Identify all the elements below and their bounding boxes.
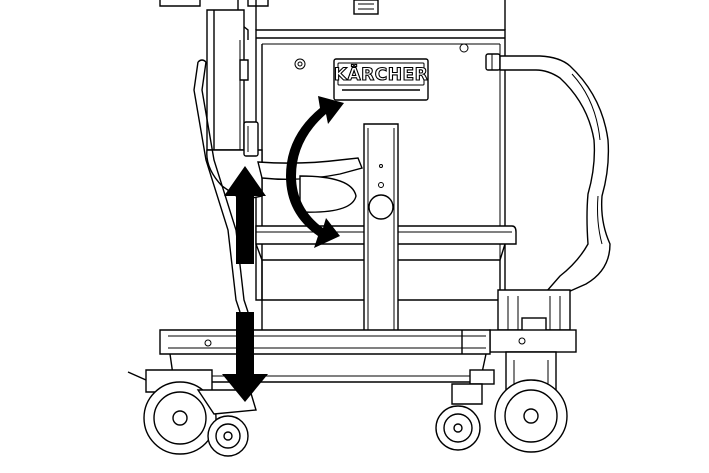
right-caster-housing — [489, 289, 577, 353]
rotate-arc-arrow — [286, 96, 344, 248]
inlet-connector — [257, 157, 363, 213]
brand-nameplate: KÄRCHER — [333, 58, 429, 101]
brand-logo-text: KÄRCHER — [334, 63, 428, 85]
rear-caster-right — [435, 351, 568, 453]
down-arrow — [222, 312, 268, 402]
up-arrow — [224, 166, 266, 264]
support-column — [363, 123, 399, 335]
intake-pipe — [206, 9, 263, 201]
